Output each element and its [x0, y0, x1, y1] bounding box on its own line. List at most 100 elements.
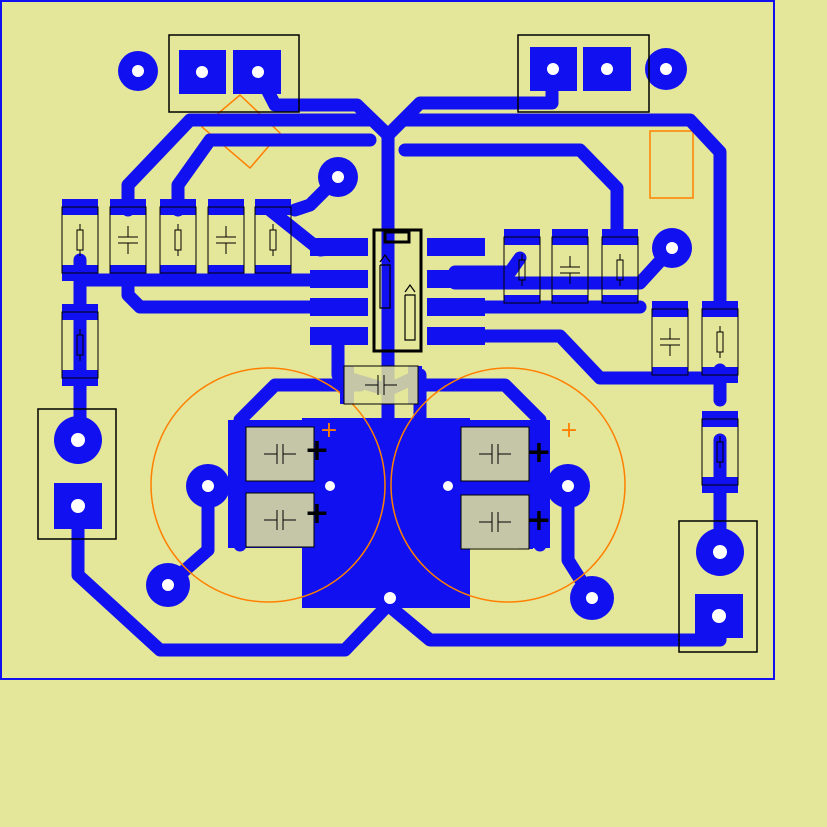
smd-body: [245, 492, 315, 548]
trace: [121, 113, 377, 217]
drill-hole: [71, 433, 85, 447]
smd-components: [61, 199, 739, 550]
drill-hole: [562, 480, 574, 492]
resistor-r7: [701, 301, 739, 383]
polarity-plus-silk: +: [304, 433, 329, 468]
polarity-plus-silk: +: [304, 496, 329, 531]
silkscreen: [37, 34, 758, 653]
ic-mark: [404, 283, 416, 293]
smd-body: [207, 206, 245, 274]
drill-hole: [71, 499, 85, 513]
capacitor-c9: [457, 494, 533, 550]
drill-hole: [252, 66, 264, 78]
polarity-marks: + + + + + +: [304, 418, 578, 538]
ic-pad: [310, 238, 368, 256]
ic-markings: [379, 253, 416, 341]
ic-pad: [310, 270, 368, 288]
connector-outline: [678, 520, 758, 653]
ic-pad: [427, 238, 485, 256]
ic-notch: [383, 230, 411, 244]
smd-body: [503, 236, 541, 304]
courtyard-rect: [649, 130, 694, 199]
drill-hole: [202, 480, 214, 492]
copper-pour: [302, 418, 470, 608]
drill-hole: [332, 171, 344, 183]
ic-mark: [379, 253, 391, 263]
drill-hole: [601, 63, 613, 75]
trace: [448, 251, 527, 279]
ic-pad: [427, 298, 485, 316]
capacitor-c2: [207, 199, 245, 281]
resistor-symbol: [269, 229, 277, 251]
polarity-plus-silk: +: [526, 435, 551, 470]
smd-body: [61, 206, 99, 274]
capacitor-c5: [340, 365, 422, 405]
resistor-r8: [701, 411, 739, 493]
capacitor-c8: [457, 426, 533, 482]
polarity-plus-courtyard: +: [560, 418, 578, 443]
board-outline: [0, 0, 775, 680]
resistor-r2: [159, 199, 197, 281]
drill-hole: [666, 242, 678, 254]
drill-holes: [71, 63, 727, 623]
resistor-r6: [601, 229, 639, 311]
drill-hole: [547, 63, 559, 75]
capacitor-c3: [551, 229, 589, 311]
ic-outline: [372, 228, 423, 353]
resistor-r4: [61, 304, 99, 386]
drill-hole: [713, 545, 727, 559]
drill-hole: [443, 481, 453, 491]
smd-body: [460, 426, 530, 482]
smd-body: [254, 206, 292, 274]
smd-body: [551, 236, 589, 304]
capacitor-c1: [109, 199, 147, 281]
smd-body: [701, 418, 739, 486]
connector-outline: [37, 408, 117, 540]
resistor-r1: [61, 199, 99, 281]
cap-electrolytic-right-outline: [390, 367, 626, 603]
smd-body: [601, 236, 639, 304]
connector-outline: [168, 34, 300, 113]
drill-hole: [660, 63, 672, 75]
smd-body: [159, 206, 197, 274]
trace: [121, 273, 345, 314]
drill-hole: [384, 592, 396, 604]
drill-hole: [586, 592, 598, 604]
smd-body: [61, 311, 99, 379]
ic-pads: [310, 238, 485, 345]
ic-pad: [310, 298, 368, 316]
smd-body: [245, 426, 315, 482]
resistor-symbol: [76, 229, 84, 251]
ic-mark: [379, 264, 391, 309]
polarity-plus-silk: +: [526, 503, 551, 538]
capacitor-c6: [242, 426, 318, 482]
trace: [71, 498, 727, 657]
drill-hole: [132, 65, 144, 77]
resistor-symbol: [716, 331, 724, 353]
resistor-r5: [503, 229, 541, 311]
capacitor-c7: [242, 492, 318, 548]
connector-outline: [517, 34, 650, 113]
ic-mark: [404, 294, 416, 341]
smd-body: [109, 206, 147, 274]
drill-hole: [712, 609, 726, 623]
drill-hole: [325, 481, 335, 491]
trace: [171, 133, 377, 217]
resistor-r3: [254, 199, 292, 281]
trace: [398, 143, 624, 242]
smd-body: [343, 365, 419, 405]
drill-hole: [162, 579, 174, 591]
smd-body: [701, 308, 739, 376]
ic-pad: [427, 270, 485, 288]
trace: [398, 113, 727, 317]
electrolytic-outlines: [150, 367, 626, 603]
smd-body: [460, 494, 530, 550]
ic-pad: [427, 327, 485, 345]
drill-hole: [196, 66, 208, 78]
capacitor-c4: [651, 301, 689, 383]
resistor-symbol: [174, 229, 182, 251]
ic-pad: [310, 327, 368, 345]
cap-electrolytic-left-outline: [150, 367, 386, 603]
smd-body: [651, 308, 689, 376]
